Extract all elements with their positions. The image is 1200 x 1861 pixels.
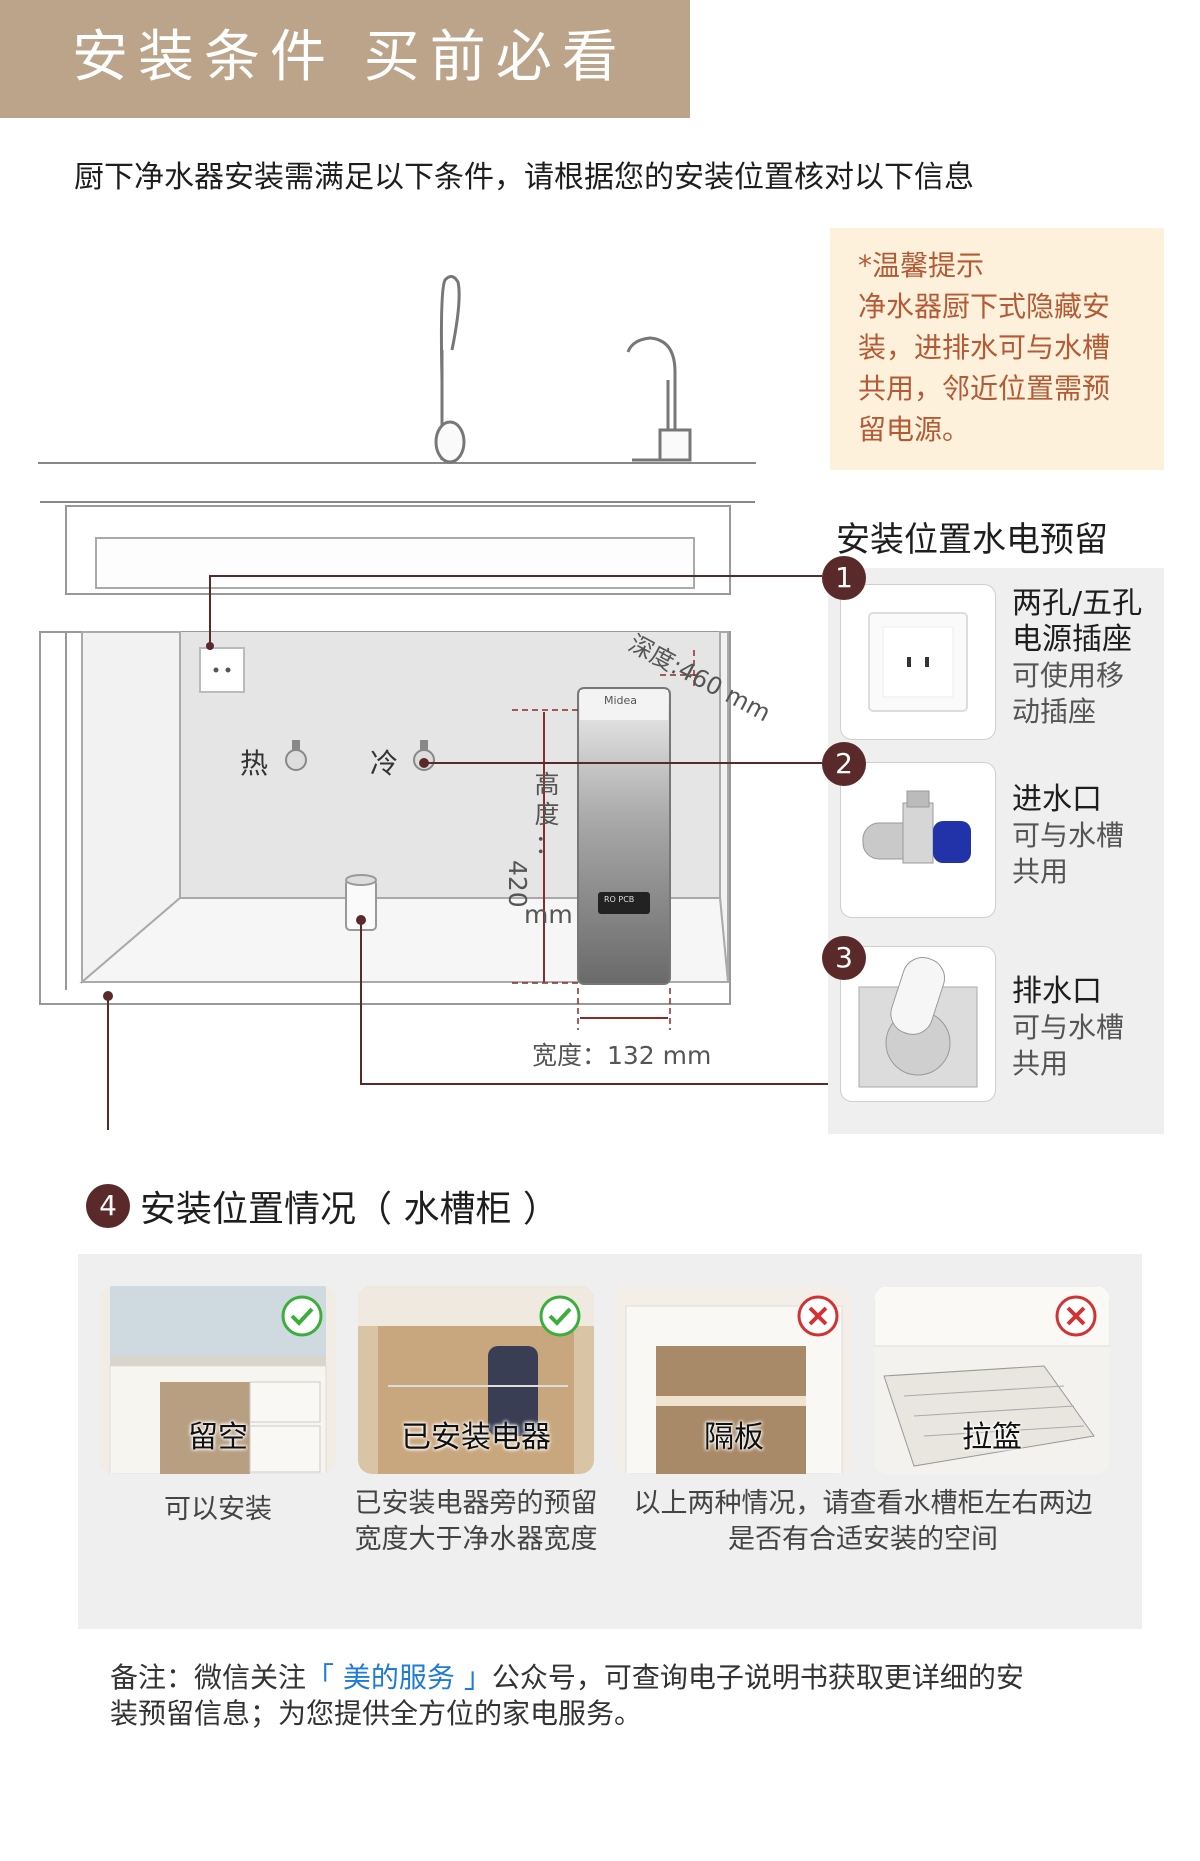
purifier-faucet-icon xyxy=(626,336,692,462)
width-label: 宽度：132 mm xyxy=(532,1041,712,1070)
cross-icon xyxy=(797,1295,839,1337)
cabinet-floor xyxy=(79,897,730,983)
drain-head: 排水口 xyxy=(1012,974,1102,1009)
purifier-panel-text: RO PCB xyxy=(604,895,635,904)
tip-line: 净水器厨下式隐藏安 xyxy=(858,290,1111,323)
angle-valve-icon xyxy=(862,790,971,864)
socket-head: 两孔/五孔 xyxy=(1012,586,1143,621)
note-prefix: 备注：微信关注 xyxy=(110,1661,307,1694)
marker-1: 1 xyxy=(822,556,866,600)
caption-check: 以上两种情况，请查看水槽柜左右两边 xyxy=(633,1488,1093,1519)
page-subtitle: 厨下净水器安装需满足以下条件，请根据您的安装位置核对以下信息 xyxy=(74,160,974,195)
case-photo-shelf: 隔板 xyxy=(616,1286,852,1474)
case-photo-basket: 拉篮 xyxy=(874,1286,1110,1474)
tip-line: 装，进排水可与水槽 xyxy=(858,331,1111,364)
kitchen-faucet-icon xyxy=(434,275,466,464)
drain-sub: 可与水槽 xyxy=(1012,1011,1125,1044)
tip-line: 留电源。 xyxy=(858,413,971,446)
height-unit: mm xyxy=(524,900,573,929)
cabinet-drawer xyxy=(95,537,695,589)
cabinet-top-rail xyxy=(65,505,731,595)
inlet-head: 进水口 xyxy=(1012,782,1102,817)
socket-sub: 动插座 xyxy=(1012,695,1097,728)
inlet-sub: 可与水槽 xyxy=(1012,819,1125,852)
socket-sub: 可使用移 xyxy=(1012,659,1125,692)
hot-valve-icon xyxy=(285,740,307,771)
purifier-display xyxy=(598,892,650,914)
note-link[interactable]: 「 美的服务 」 xyxy=(306,1661,492,1694)
check-icon xyxy=(281,1295,323,1337)
reserve-title: 安装位置水电预留 xyxy=(836,520,1108,560)
caption-appliance: 已安装电器旁的预留 xyxy=(354,1488,598,1519)
tip-box xyxy=(830,228,1164,470)
situation-title: 安装位置情况（ 水槽柜 ） xyxy=(140,1189,559,1230)
wall-socket-icon xyxy=(199,647,245,693)
socket-head: 电源插座 xyxy=(1012,622,1132,657)
header-banner xyxy=(0,0,690,118)
inlet-sub: 共用 xyxy=(1012,855,1069,888)
dimension-lines xyxy=(512,650,700,1030)
callout-lines xyxy=(107,575,830,1130)
caption-check: 是否有合适安装的空间 xyxy=(728,1524,998,1555)
case-photo-appliance: 已安装电器 xyxy=(358,1286,594,1474)
socket-card xyxy=(840,584,996,740)
brand-logo: Midea xyxy=(604,694,638,707)
floor-drain-icon xyxy=(858,957,978,1088)
height-label: 高 度 ： xyxy=(534,770,560,859)
power-socket-icon xyxy=(868,612,968,712)
inlet-card xyxy=(840,762,996,918)
caption-appliance: 宽度大于净水器宽度 xyxy=(354,1524,598,1555)
cross-icon xyxy=(1055,1295,1097,1337)
case-label: 留空 xyxy=(188,1420,248,1455)
drain-sub: 共用 xyxy=(1012,1047,1069,1080)
drain-card xyxy=(840,946,996,1102)
case-label: 拉篮 xyxy=(962,1420,1022,1455)
marker-3: 3 xyxy=(822,936,866,980)
case-label: 已安装电器 xyxy=(401,1420,551,1455)
case-label: 隔板 xyxy=(704,1420,764,1455)
marker-2: 2 xyxy=(822,742,866,786)
drain-pipe-icon xyxy=(345,874,377,931)
page-title: 安装条件 买前必看 xyxy=(72,25,628,90)
tip-line: *温馨提示 xyxy=(858,249,985,282)
check-icon xyxy=(539,1295,581,1337)
case-photo-empty: 留空 xyxy=(100,1286,336,1474)
marker-4: 4 xyxy=(86,1184,130,1228)
note-line-1: 备注：微信关注「 美的服务 」公众号，可查询电子说明书获取更详细的安 xyxy=(110,1660,1024,1696)
hot-label: 热 xyxy=(240,747,269,780)
water-purifier-unit xyxy=(577,687,671,985)
cold-label: 冷 xyxy=(370,747,399,780)
cabinet-diagram xyxy=(38,275,830,1130)
note-line-2: 装预留信息；为您提供全方位的家电服务。 xyxy=(110,1697,643,1730)
note-suffix: 公众号，可查询电子说明书获取更详细的安 xyxy=(491,1661,1024,1694)
caption-ok: 可以安装 xyxy=(164,1494,272,1525)
tip-line: 共用，邻近位置需预 xyxy=(858,372,1111,405)
